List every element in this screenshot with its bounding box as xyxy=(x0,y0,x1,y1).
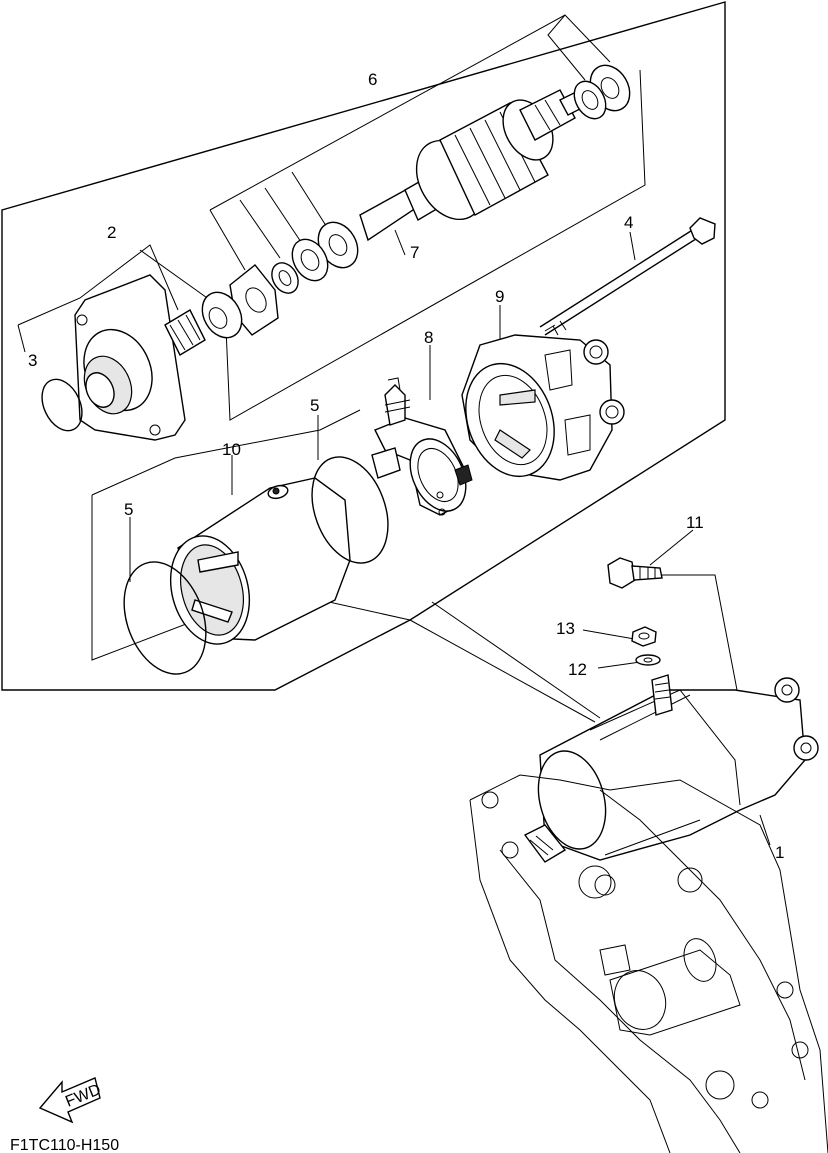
yoke xyxy=(169,477,351,645)
brush-holder xyxy=(371,377,473,516)
figure-code: F1TC110-H150 xyxy=(10,1137,119,1153)
exploded-view-frame xyxy=(1,1,726,691)
armature xyxy=(359,84,599,242)
callout-5-upper: 5 xyxy=(310,396,319,415)
callout-6: 6 xyxy=(368,70,377,89)
bolt-11 xyxy=(607,557,663,589)
starter-motor-assembly xyxy=(523,674,819,863)
o-ring-3 xyxy=(41,378,83,432)
front-cover xyxy=(74,274,206,441)
callout-9: 9 xyxy=(495,287,504,306)
armature-shims xyxy=(201,64,631,339)
callout-2: 2 xyxy=(107,223,116,242)
callout-13: 13 xyxy=(556,619,575,638)
callout-1: 1 xyxy=(775,843,784,862)
callout-11: 11 xyxy=(686,513,704,532)
o-ring-5-front xyxy=(123,561,207,675)
callout-5-lower: 5 xyxy=(124,500,133,519)
callout-12: 12 xyxy=(568,660,587,679)
o-ring-5-rear xyxy=(311,456,389,564)
fwd-arrow-icon: FWD xyxy=(38,1077,103,1124)
callout-3: 3 xyxy=(28,351,37,370)
through-bolt xyxy=(539,217,716,336)
assembly-brackets xyxy=(17,14,771,846)
callout-10: 10 xyxy=(222,440,241,459)
washer-12 xyxy=(635,654,661,666)
callout-4: 4 xyxy=(624,213,633,232)
callout-7: 7 xyxy=(410,243,419,262)
nut-13 xyxy=(631,626,657,647)
callout-8: 8 xyxy=(424,328,433,347)
crankcase xyxy=(469,774,828,1153)
rear-cover xyxy=(461,334,625,481)
